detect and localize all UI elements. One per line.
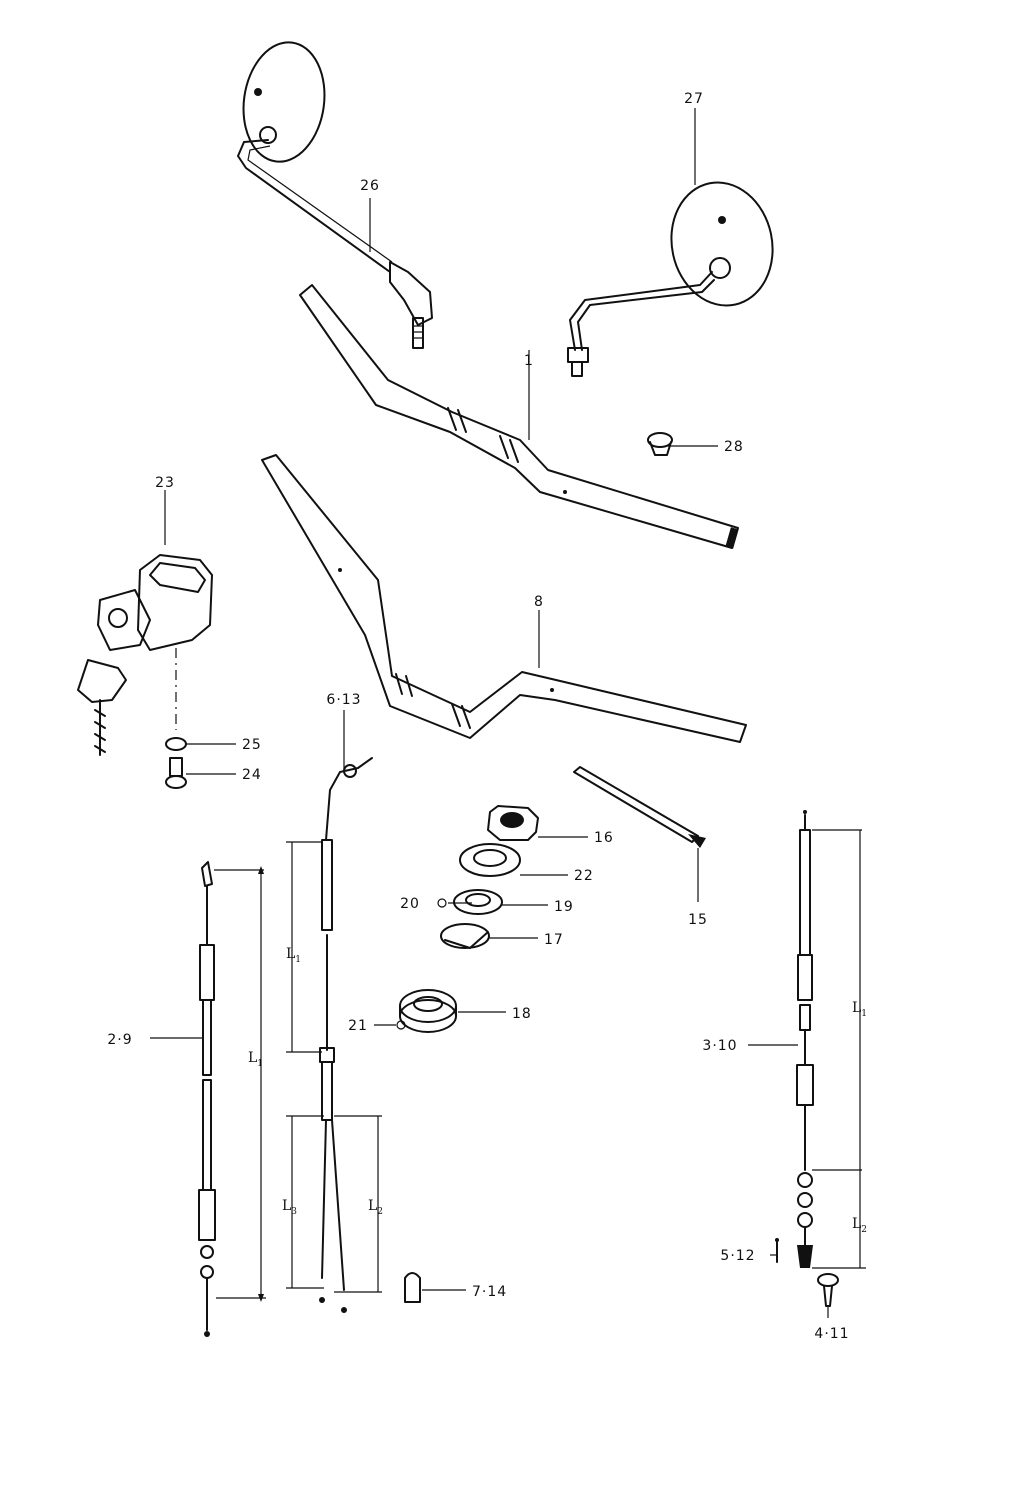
throttle-cable-6-13 — [319, 757, 373, 1313]
tool-15 — [573, 766, 706, 848]
right-mirror — [567, 181, 774, 377]
cap-28 — [647, 432, 673, 456]
callout-22: 22 — [574, 868, 594, 884]
callout-17: 17 — [544, 932, 564, 948]
callout-4-11: 4·11 — [814, 1326, 849, 1342]
screw-4-11 — [817, 1273, 839, 1307]
handlebar-1 — [299, 284, 739, 549]
callout-21: 21 — [348, 1018, 368, 1034]
dimension-lines — [214, 829, 866, 1302]
callout-6-13: 6·13 — [326, 692, 361, 708]
pin-5-12 — [775, 1238, 779, 1263]
callout-28: 28 — [724, 439, 744, 455]
callout-1: 1 — [524, 353, 534, 369]
ball-20 — [437, 898, 447, 908]
bearing-17 — [440, 923, 490, 949]
callout-20: 20 — [400, 896, 420, 912]
dim-l2-cable-3-10: L2 — [852, 1216, 867, 1235]
nut-16 — [487, 805, 539, 841]
callout-3-10: 3·10 — [702, 1038, 737, 1054]
dim-l3-cable-6-13: L3 — [282, 1198, 297, 1217]
callout-18: 18 — [512, 1006, 532, 1022]
leader-lines — [150, 108, 829, 1318]
dim-l1-cable-6-13: L1 — [286, 946, 301, 965]
dim-l1-cable-2-9: L1 — [248, 1050, 263, 1069]
callout-27: 27 — [684, 91, 704, 107]
ball-21 — [396, 1020, 406, 1030]
callout-23: 23 — [155, 475, 175, 491]
dimension-labels: L1 L1 L3 L2 L1 L2 — [248, 946, 867, 1235]
callout-19: 19 — [554, 899, 574, 915]
washer-19 — [453, 889, 503, 915]
bolt-24 — [165, 757, 187, 789]
dim-l2-cable-6-13: L2 — [368, 1198, 383, 1217]
callout-5-12: 5·12 — [720, 1248, 755, 1264]
callout-26: 26 — [360, 178, 380, 194]
callout-labels: 26 27 1 28 23 8 25 24 6·13 16 22 20 19 1… — [107, 91, 849, 1342]
ignition-switch-23 — [77, 554, 213, 756]
callout-16: 16 — [594, 830, 614, 846]
washer-22 — [459, 843, 521, 877]
callout-8: 8 — [534, 594, 544, 610]
callout-2-9: 2·9 — [107, 1032, 132, 1048]
race-18 — [399, 989, 457, 1033]
callout-15: 15 — [688, 912, 708, 928]
callout-7-14: 7·14 — [472, 1284, 507, 1300]
washer-25 — [165, 737, 187, 751]
cable-2-9 — [198, 861, 216, 1337]
dim-l1-cable-3-10: L1 — [852, 1000, 867, 1019]
left-mirror — [237, 41, 433, 349]
callout-25: 25 — [242, 737, 262, 753]
cable-3-10 — [796, 810, 814, 1268]
callout-24: 24 — [242, 767, 262, 783]
cap-7-14 — [404, 1272, 421, 1303]
handlebar-8 — [261, 454, 747, 743]
